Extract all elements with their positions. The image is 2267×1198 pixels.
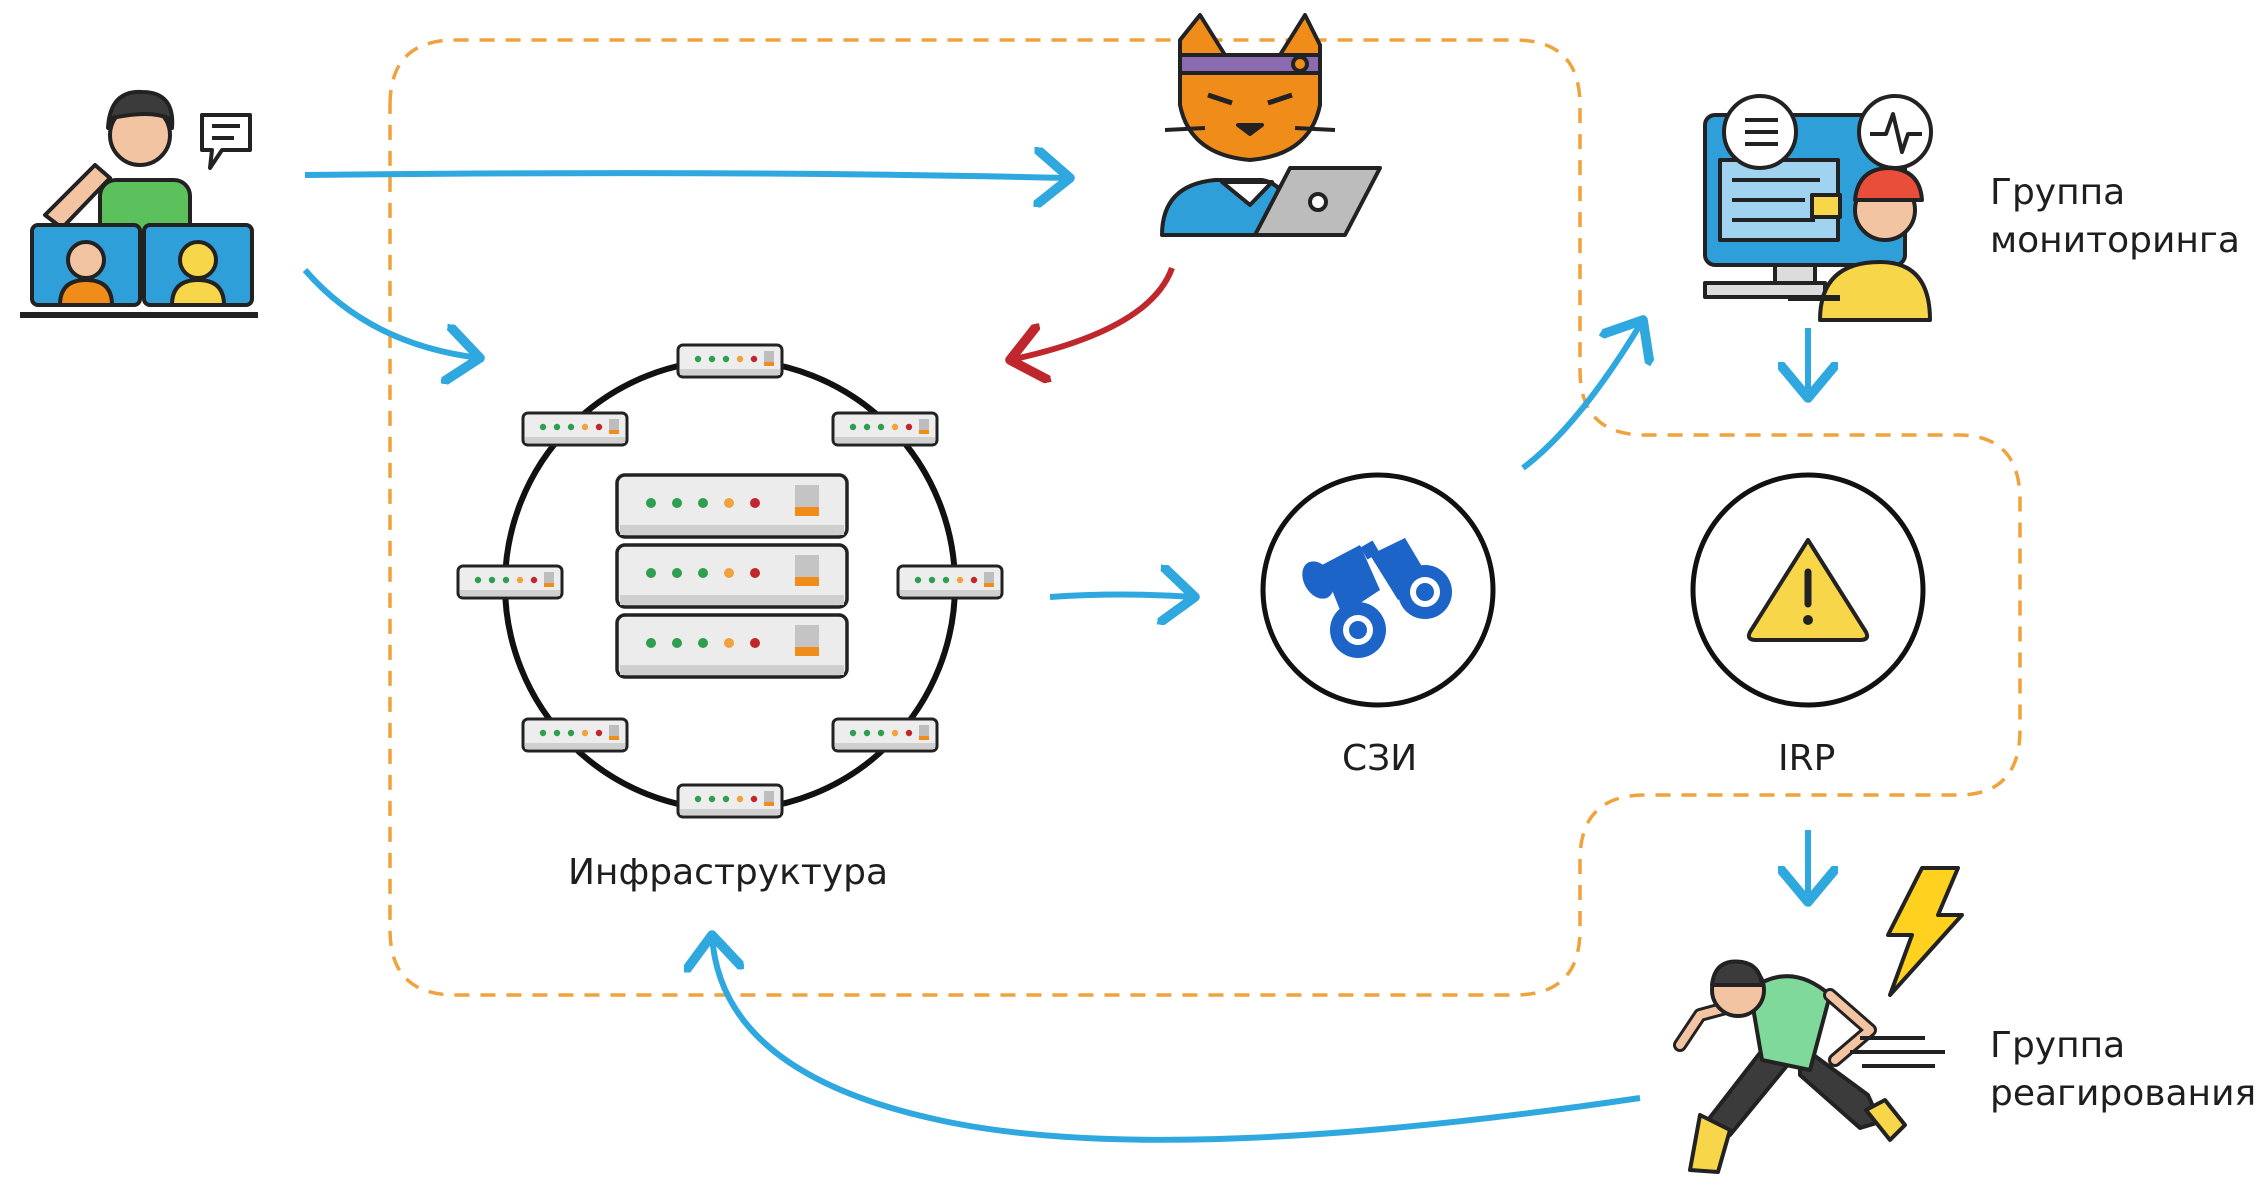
arrow-infrastructure-to-szi <box>1049 595 1195 598</box>
server-rack-icon <box>615 473 849 679</box>
hacker-cat-icon <box>1160 13 1382 237</box>
label-response-line2: реагирования <box>1990 1073 2257 1114</box>
lightning-icon <box>1886 866 1964 997</box>
arrow-response-to-infrastructure <box>712 935 1641 1143</box>
label-infrastructure: Инфраструктура <box>568 852 889 893</box>
arrow-attack <box>1010 266 1175 360</box>
arrow-instructor-to-attacker <box>304 173 1070 178</box>
label-monitoring-line1: Группа <box>1990 172 2126 213</box>
arrow-instructor-to-infrastructure <box>302 268 480 358</box>
label-monitoring-line2: мониторинга <box>1990 220 2240 261</box>
label-szi: СЗИ <box>1342 738 1418 779</box>
instructor-icon <box>20 89 258 318</box>
running-person-icon <box>1673 959 1945 1174</box>
dashed-boundary <box>388 38 2022 997</box>
label-response-line1: Группа <box>1990 1025 2126 1066</box>
binoculars-icon <box>1302 538 1452 658</box>
monitoring-operator-icon <box>1703 94 1933 322</box>
warning-icon <box>1746 538 1870 642</box>
arrow-szi-to-monitoring <box>1521 320 1643 471</box>
label-irp: IRP <box>1778 738 1836 779</box>
